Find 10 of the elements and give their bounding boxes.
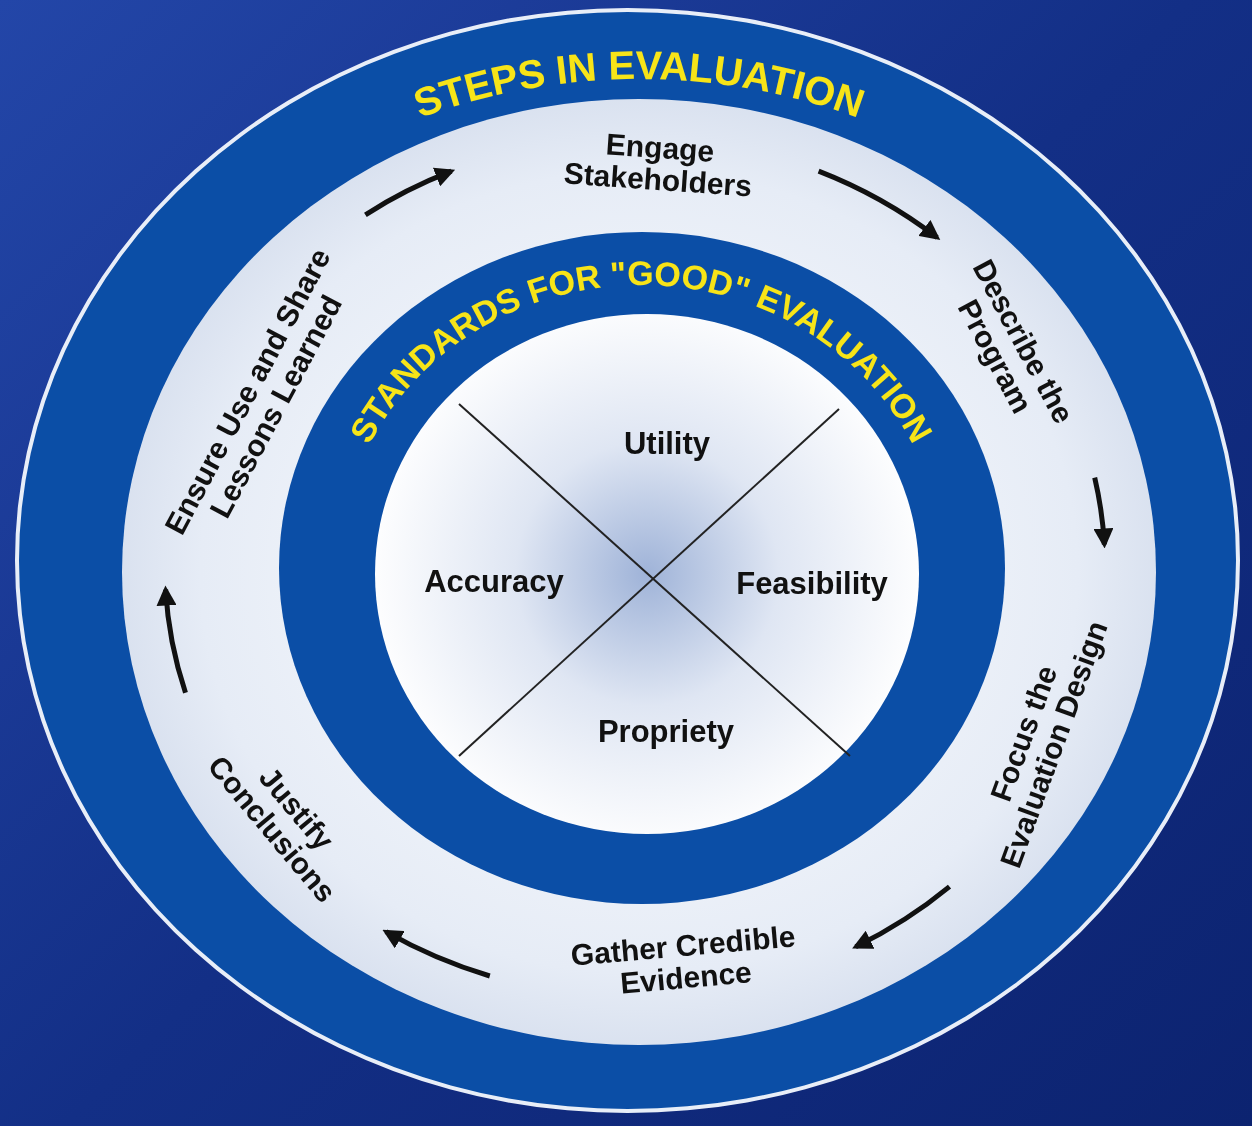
arrow: [157, 585, 188, 694]
arrow: [852, 884, 952, 949]
quadrant-label: Propriety: [597, 714, 735, 750]
arrow: [364, 168, 456, 217]
arrow: [382, 929, 491, 979]
quadrant-label: Feasibility: [736, 566, 888, 602]
arrow: [1092, 477, 1114, 549]
arrow: [817, 168, 941, 240]
step-label: Gather Credible Evidence: [544, 918, 824, 1006]
quadrant-label: Accuracy: [424, 564, 564, 600]
